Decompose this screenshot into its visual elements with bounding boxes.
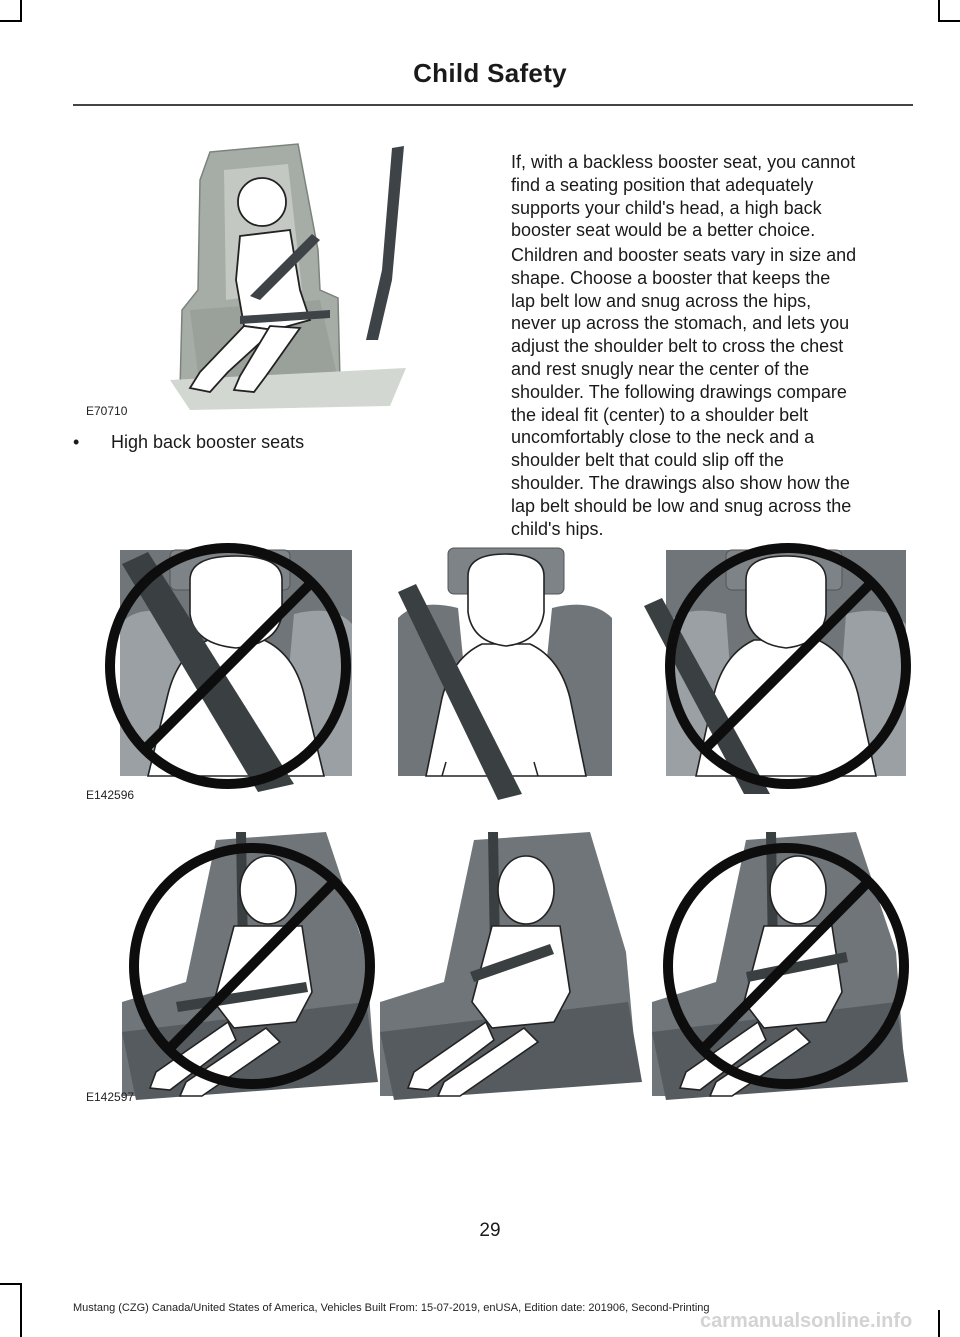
page-title: Child Safety	[413, 58, 567, 88]
lap-belt-too-high-illustration	[122, 832, 378, 1100]
page-number: 29	[479, 1220, 501, 1241]
text-line: child's hips.	[511, 518, 604, 539]
bullet-text: High back booster seats	[111, 432, 305, 452]
text-line: never up across the stomach, and lets yo…	[511, 313, 850, 334]
body-paragraph-2: Children and booster seats vary in size …	[511, 244, 911, 540]
figure-code: E142596	[86, 788, 135, 802]
text-line: shoulder. The following drawings compare	[511, 381, 847, 402]
text-line: find a seating position that adequately	[511, 174, 814, 195]
text-line: booster seat would be a better choice.	[511, 220, 816, 241]
text-line: Children and booster seats vary in size …	[511, 245, 857, 265]
figure-code: E70710	[86, 404, 128, 418]
figure-code: E142597	[86, 1090, 135, 1104]
header-rule	[73, 104, 913, 106]
text-line: shoulder belt that could slip off the	[511, 450, 784, 471]
bullet-marker: •	[73, 432, 80, 452]
text-line: the ideal fit (center) to a shoulder bel…	[511, 404, 809, 425]
lap-belt-high-on-stomach-illustration	[652, 832, 909, 1100]
text-line: If, with a backless booster seat, you ca…	[511, 152, 856, 172]
crop-mark	[938, 20, 960, 22]
crop-mark	[0, 20, 22, 22]
bullet-item: • High back booster seats	[73, 432, 304, 453]
watermark-text: carmanualsonline.info	[700, 1310, 912, 1332]
text-line: shape. Choose a booster that keeps the	[511, 267, 831, 288]
shoulder-belt-correct-illustration	[398, 547, 612, 800]
watermark-logo: carmanualsonline.info	[700, 1310, 912, 1332]
crop-mark	[938, 1310, 940, 1337]
text-line: supports your child's head, a high back	[511, 197, 822, 218]
crop-mark	[20, 1283, 22, 1337]
crop-mark	[938, 0, 940, 22]
shoulder-belt-too-close-illustration	[105, 543, 352, 792]
text-line: shoulder. The drawings also show how the	[511, 472, 850, 493]
text-line: and rest snugly near the center of the	[511, 358, 810, 379]
footer-edition-info: Mustang (CZG) Canada/United States of Am…	[73, 1302, 710, 1314]
text-line: lap belt low and snug across the hips,	[511, 290, 812, 311]
shoulder-belt-off-shoulder-illustration	[644, 543, 911, 794]
body-paragraph-1: If, with a backless booster seat, you ca…	[511, 151, 911, 242]
crop-mark	[0, 1283, 22, 1285]
text-line: uncomfortably close to the neck and a	[511, 427, 815, 448]
crop-mark	[20, 0, 22, 22]
text-line: lap belt should be low and snug across t…	[511, 495, 852, 516]
text-line: adjust the shoulder belt to cross the ch…	[511, 336, 844, 357]
booster-seat-illustration	[170, 143, 406, 410]
lap-belt-correct-illustration	[380, 832, 642, 1100]
